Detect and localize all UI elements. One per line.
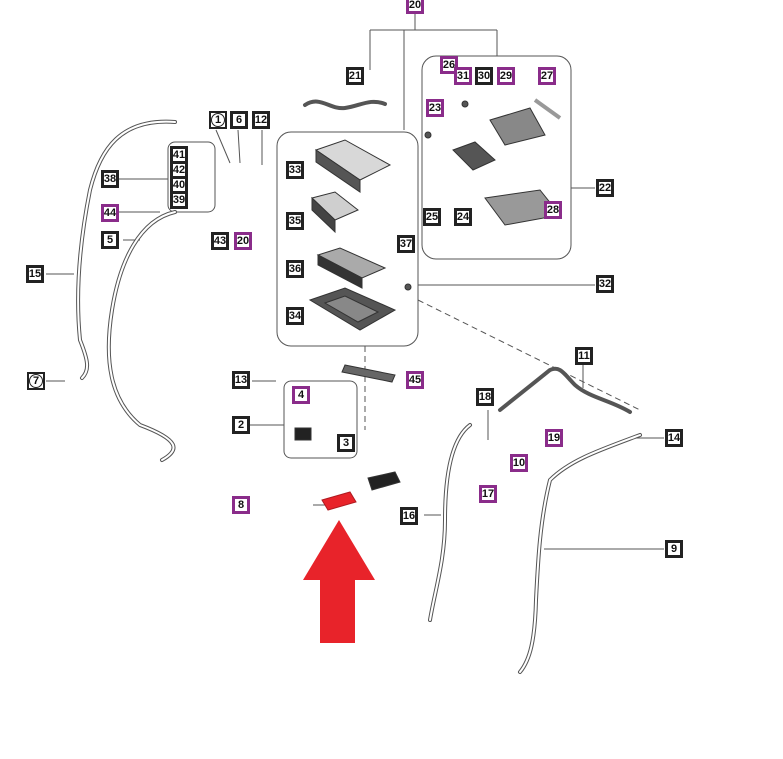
callout-20-mid: 20 bbox=[234, 232, 252, 250]
group-box-center bbox=[276, 131, 419, 347]
part-27 bbox=[533, 98, 562, 120]
callout-28: 28 bbox=[544, 201, 562, 219]
highlight-arrow bbox=[303, 520, 375, 643]
callout-12: 12 bbox=[252, 111, 270, 129]
callout-32: 32 bbox=[596, 275, 614, 293]
callout-39: 39 bbox=[170, 191, 188, 209]
callout-42: 42 bbox=[170, 161, 188, 179]
callout-37: 37 bbox=[397, 235, 415, 253]
callout-7: 7 bbox=[27, 372, 45, 390]
callout-36: 36 bbox=[286, 260, 304, 278]
callout-6: 6 bbox=[230, 111, 248, 129]
callout-15: 15 bbox=[26, 265, 44, 283]
callout-45: 45 bbox=[406, 371, 424, 389]
callout-1: 1 bbox=[209, 111, 227, 129]
callout-13: 13 bbox=[232, 371, 250, 389]
callout-22: 22 bbox=[596, 179, 614, 197]
hose-5 bbox=[106, 210, 177, 462]
callout-18: 18 bbox=[476, 388, 494, 406]
callout-34: 34 bbox=[286, 307, 304, 325]
callout-11: 11 bbox=[575, 347, 593, 365]
group-box-right bbox=[421, 55, 572, 260]
callout-29: 29 bbox=[497, 67, 515, 85]
callout-21: 21 bbox=[346, 67, 364, 85]
group-box-bottom bbox=[283, 380, 358, 459]
part-8-black bbox=[367, 471, 401, 491]
callout-2: 2 bbox=[232, 416, 250, 434]
callout-20-top: 20 bbox=[406, 0, 424, 14]
callout-33: 33 bbox=[286, 161, 304, 179]
callout-9: 9 bbox=[665, 540, 683, 558]
callout-31: 31 bbox=[454, 67, 472, 85]
part-8-highlight bbox=[321, 491, 357, 511]
part-37 bbox=[404, 283, 412, 291]
callout-14: 14 bbox=[665, 429, 683, 447]
callout-27: 27 bbox=[538, 67, 556, 85]
wire-21 bbox=[303, 99, 387, 111]
callout-35: 35 bbox=[286, 212, 304, 230]
part-25 bbox=[424, 131, 432, 139]
pipe-18-11 bbox=[498, 366, 632, 414]
callout-3: 3 bbox=[337, 434, 355, 452]
callout-23: 23 bbox=[426, 99, 444, 117]
callout-5: 5 bbox=[101, 231, 119, 249]
callout-4: 4 bbox=[292, 386, 310, 404]
callout-10: 10 bbox=[510, 454, 528, 472]
callout-24: 24 bbox=[454, 208, 472, 226]
callout-19: 19 bbox=[545, 429, 563, 447]
callout-17: 17 bbox=[479, 485, 497, 503]
callout-16: 16 bbox=[400, 507, 418, 525]
callout-26: 26 bbox=[440, 56, 458, 74]
callout-44: 44 bbox=[101, 204, 119, 222]
part-4 bbox=[294, 427, 312, 441]
part-29 bbox=[489, 107, 546, 146]
callout-43: 43 bbox=[211, 232, 229, 250]
callout-25: 25 bbox=[423, 208, 441, 226]
leader-20-tree bbox=[369, 12, 498, 130]
callout-30: 30 bbox=[475, 67, 493, 85]
hose-15 bbox=[76, 119, 177, 380]
part-24 bbox=[452, 141, 496, 171]
callout-38: 38 bbox=[101, 170, 119, 188]
callout-8: 8 bbox=[232, 496, 250, 514]
group-box-left bbox=[167, 141, 216, 213]
part-45 bbox=[341, 364, 396, 383]
part-23 bbox=[461, 100, 469, 108]
